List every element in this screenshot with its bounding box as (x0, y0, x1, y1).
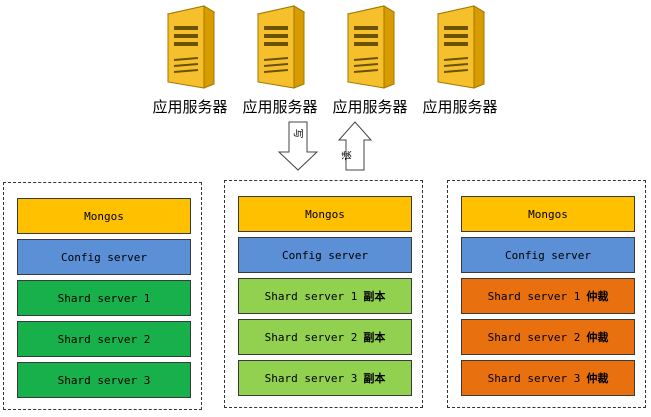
shard-replica-box: Shard server 1 副本 (238, 278, 412, 314)
config-server-box: Config server (17, 239, 191, 275)
shard-server-label: Shard server 1 (57, 291, 151, 305)
shard-server-label: Shard server 2 (487, 330, 581, 344)
shard-arbiter-box: Shard server 1 仲裁 (461, 278, 635, 314)
mongos-box: Mongos (17, 198, 191, 234)
server-icon (346, 5, 396, 89)
config-server-box: Config server (238, 237, 412, 273)
arbiter-suffix: 仲裁 (586, 372, 609, 385)
shard-server-label: Shard server 1 (264, 289, 358, 303)
app-server-1: 应用服务器 (146, 4, 234, 118)
shard-server-label: Shard server 2 (264, 330, 358, 344)
shard-cluster-3: Mongos Config server Shard server 1 仲裁 Sh… (447, 180, 646, 408)
app-server-label: 应用服务器 (152, 98, 228, 116)
shard-arbiter-box: Shard server 2 仲裁 (461, 319, 635, 355)
write-label: 写 (291, 128, 303, 139)
app-server-label: 应用服务器 (332, 98, 408, 116)
read-label: 读 (342, 150, 354, 161)
app-server-label: 应用服务器 (422, 98, 498, 116)
shard-server-label: Shard server 3 (487, 371, 581, 385)
shard-server-label: Shard server 2 (57, 332, 151, 346)
replica-suffix: 副本 (363, 290, 386, 303)
read-write-arrows: 写 读 (277, 120, 372, 175)
app-server-label: 应用服务器 (242, 98, 318, 116)
shard-server-box: Shard server 2 (17, 321, 191, 357)
shard-cluster-1: Mongos Config server Shard server 1 Shar… (3, 182, 202, 410)
mongos-box: Mongos (461, 196, 635, 232)
shard-arbiter-box: Shard server 3 仲裁 (461, 360, 635, 396)
config-server-label: Config server (60, 250, 148, 264)
shard-server-box: Shard server 1 (17, 280, 191, 316)
config-server-label: Config server (281, 248, 369, 262)
replica-suffix: 副本 (363, 331, 386, 344)
server-icon (166, 5, 216, 89)
mongos-label: Mongos (528, 207, 568, 221)
app-server-3: 应用服务器 (326, 4, 414, 118)
config-server-box: Config server (461, 237, 635, 273)
shard-cluster-2: Mongos Config server Shard server 1 副本 Sh… (224, 180, 423, 408)
write-arrow-icon (277, 121, 319, 171)
replica-suffix: 副本 (363, 372, 386, 385)
config-server-label: Config server (504, 248, 592, 262)
server-icon (436, 5, 486, 89)
shard-server-box: Shard server 3 (17, 362, 191, 398)
app-server-2: 应用服务器 (236, 4, 324, 118)
shard-replica-box: Shard server 2 副本 (238, 319, 412, 355)
read-arrow-icon (337, 121, 372, 171)
app-server-4: 应用服务器 (416, 4, 504, 118)
shard-server-label: Shard server 3 (264, 371, 358, 385)
mongos-label: Mongos (84, 209, 124, 223)
shard-server-label: Shard server 3 (57, 373, 151, 387)
arbiter-suffix: 仲裁 (586, 331, 609, 344)
shard-server-label: Shard server 1 (487, 289, 581, 303)
mongos-box: Mongos (238, 196, 412, 232)
arbiter-suffix: 仲裁 (586, 290, 609, 303)
mongos-label: Mongos (305, 207, 345, 221)
server-icon (256, 5, 306, 89)
shard-replica-box: Shard server 3 副本 (238, 360, 412, 396)
